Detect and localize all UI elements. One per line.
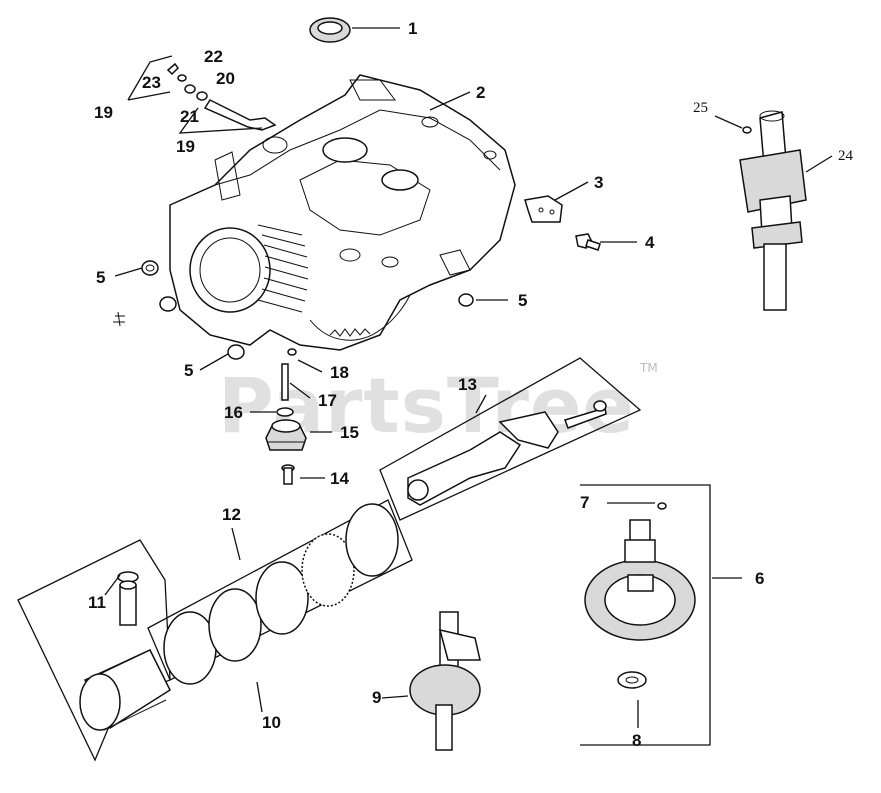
part-13-connecting-rod[interactable]: [407, 400, 607, 506]
watermark-trademark: TM: [639, 361, 658, 375]
part-x-bushing-dashed[interactable]: [113, 296, 177, 327]
part-19-breather-tube[interactable]: [203, 99, 277, 131]
part-4-screw[interactable]: [575, 233, 601, 251]
callout-24: 24: [838, 148, 854, 164]
callout-19-upper: 19: [94, 103, 113, 122]
callout-14: 14: [330, 469, 349, 488]
leader-lines: [104, 27, 833, 728]
callout-21: 21: [180, 107, 199, 126]
group-outline-13: [379, 357, 642, 521]
callout-18: 18: [330, 363, 349, 382]
callout-1: 1: [408, 19, 417, 38]
callout-9: 9: [372, 688, 381, 707]
callout-10: 10: [262, 713, 281, 732]
callout-4: 4: [645, 233, 655, 252]
callout-3: 3: [594, 173, 603, 192]
callout-5-lower: 5: [184, 361, 193, 380]
part-piston[interactable]: [79, 649, 171, 731]
part-21-grommet[interactable]: [184, 84, 196, 94]
callout-8: 8: [632, 731, 641, 750]
part-5-bushing-lower[interactable]: [227, 344, 245, 360]
callout-12: 12: [222, 505, 241, 524]
callout-19-lower: 19: [176, 137, 195, 156]
callout-17: 17: [318, 391, 337, 410]
part-8-washer[interactable]: [617, 671, 647, 689]
callout-6: 6: [755, 569, 764, 588]
callout-20: 20: [216, 69, 235, 88]
part-24-crankshaft[interactable]: [739, 110, 807, 311]
callout-2: 2: [476, 83, 485, 102]
part-1-seal[interactable]: [309, 17, 351, 43]
part-10-piston-rings[interactable]: [163, 503, 399, 685]
callout-23: 23: [142, 73, 161, 92]
callout-5-right: 5: [518, 291, 527, 310]
part-16-washer[interactable]: [276, 407, 294, 417]
callout-25: 25: [693, 100, 708, 116]
part-5-bushing-left[interactable]: [141, 260, 159, 276]
part-2-crankcase[interactable]: [169, 74, 516, 351]
part-14-pin[interactable]: [281, 464, 295, 485]
part-7-pin[interactable]: [657, 502, 667, 510]
callout-5-left: 5: [96, 268, 105, 287]
callout-labels: 1 2 3 4 5 5 5 6 7 8 9 10 11 12 13 14 15 …: [88, 19, 854, 750]
part-18-plug[interactable]: [287, 348, 297, 356]
part-25-key[interactable]: [742, 126, 752, 134]
part-5-bushing-right[interactable]: [458, 293, 474, 307]
part-22-pin[interactable]: [177, 74, 187, 82]
group-outline-6: [580, 484, 711, 746]
callout-11: 11: [88, 593, 106, 612]
part-6-camshaft[interactable]: [584, 519, 696, 641]
part-9-balance-shaft[interactable]: [409, 611, 481, 751]
callout-16: 16: [224, 403, 243, 422]
part-23-clip[interactable]: [166, 62, 179, 76]
part-3-bracket[interactable]: [524, 195, 563, 223]
callout-22: 22: [204, 47, 223, 66]
part-20-washer[interactable]: [196, 91, 208, 101]
part-17-shaft[interactable]: [281, 363, 289, 401]
callout-15: 15: [340, 423, 359, 442]
callout-13: 13: [458, 375, 477, 394]
part-11-wrist-pin-and-clip[interactable]: [117, 571, 139, 626]
group-outline-12: [147, 499, 413, 681]
part-15-governor-gear[interactable]: [265, 419, 307, 451]
callout-7: 7: [580, 493, 589, 512]
